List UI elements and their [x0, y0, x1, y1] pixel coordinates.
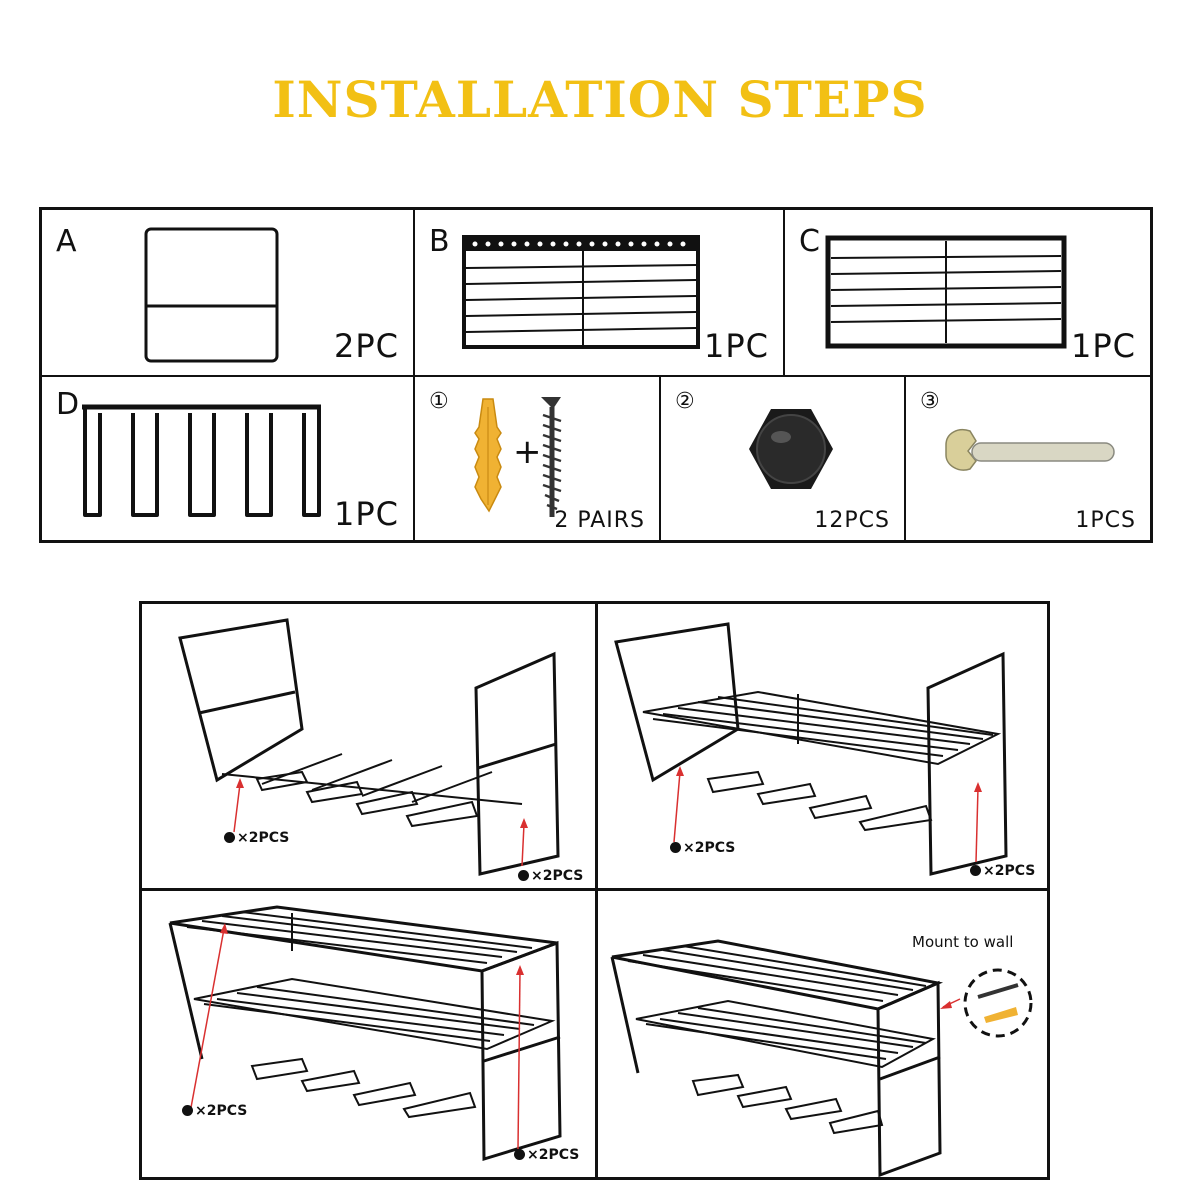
part-d-label: D — [56, 387, 80, 422]
wrench-icon — [945, 429, 1115, 471]
part-b-quantity: 1PC — [704, 327, 769, 365]
assembly-steps: ×2PCS ×2PCS ×2PCS — [139, 601, 1050, 1180]
step-2-illustration — [614, 622, 1008, 876]
part-d-quantity: 1PC — [334, 495, 399, 533]
part-c-quantity: 1PC — [1071, 327, 1136, 365]
screw-icon — [541, 397, 562, 517]
part-1-quantity: 2 PAIRS — [554, 508, 645, 533]
step-3-callout-right: ×2PCS — [514, 1147, 579, 1163]
plus-sign: + — [513, 432, 542, 472]
wall-anchor-icon — [474, 398, 502, 513]
step-3-callout-left: ×2PCS — [182, 1103, 247, 1119]
part-3-cell: ③ 1PCS — [906, 377, 1150, 543]
parts-table: A 2PC B 1PC — [39, 207, 1153, 543]
step-1-illustration — [178, 618, 560, 876]
side-frame-icon — [144, 227, 279, 363]
perforated-shelf-icon — [462, 235, 700, 349]
step-3-illustration — [168, 905, 562, 1162]
part-b-label: B — [429, 224, 450, 259]
tool-holder-rack-icon — [82, 404, 321, 517]
shelf-frame-icon — [825, 235, 1067, 349]
hex-bolt-icon — [749, 409, 833, 489]
step-1-panel: ×2PCS ×2PCS — [142, 604, 598, 891]
step-4-illustration — [610, 939, 1033, 1177]
step-2-callout-right: ×2PCS — [970, 863, 1035, 879]
part-c-cell: C 1PC — [785, 210, 1150, 377]
step-3-panel: ×2PCS ×2PCS — [142, 891, 598, 1177]
part-a-label: A — [56, 224, 77, 259]
part-b-cell: B 1PC — [415, 210, 785, 377]
part-c-label: C — [799, 224, 820, 259]
step-2-callout-left: ×2PCS — [670, 840, 735, 856]
part-3-label: ③ — [920, 389, 940, 414]
step-4-panel: Mount to wall — [598, 891, 1047, 1177]
mount-to-wall-note: Mount to wall — [912, 933, 1014, 951]
step-2-panel: ×2PCS ×2PCS — [598, 604, 1047, 891]
part-a-quantity: 2PC — [334, 327, 399, 365]
part-1-cell: ① + 2 PAIRS — [415, 377, 661, 543]
step-1-callout-right: ×2PCS — [518, 868, 583, 884]
part-3-quantity: 1PCS — [1075, 508, 1136, 533]
part-2-quantity: 12PCS — [814, 508, 890, 533]
step-1-callout-left: ×2PCS — [224, 830, 289, 846]
page-title: INSTALLATION STEPS — [272, 70, 928, 129]
part-2-cell: ② 12PCS — [661, 377, 906, 543]
part-d-cell: D 1PC — [42, 377, 415, 543]
part-2-label: ② — [675, 389, 695, 414]
part-a-cell: A 2PC — [42, 210, 415, 377]
part-1-label: ① — [429, 389, 449, 414]
wall-mount-detail-icon — [963, 968, 1033, 1038]
